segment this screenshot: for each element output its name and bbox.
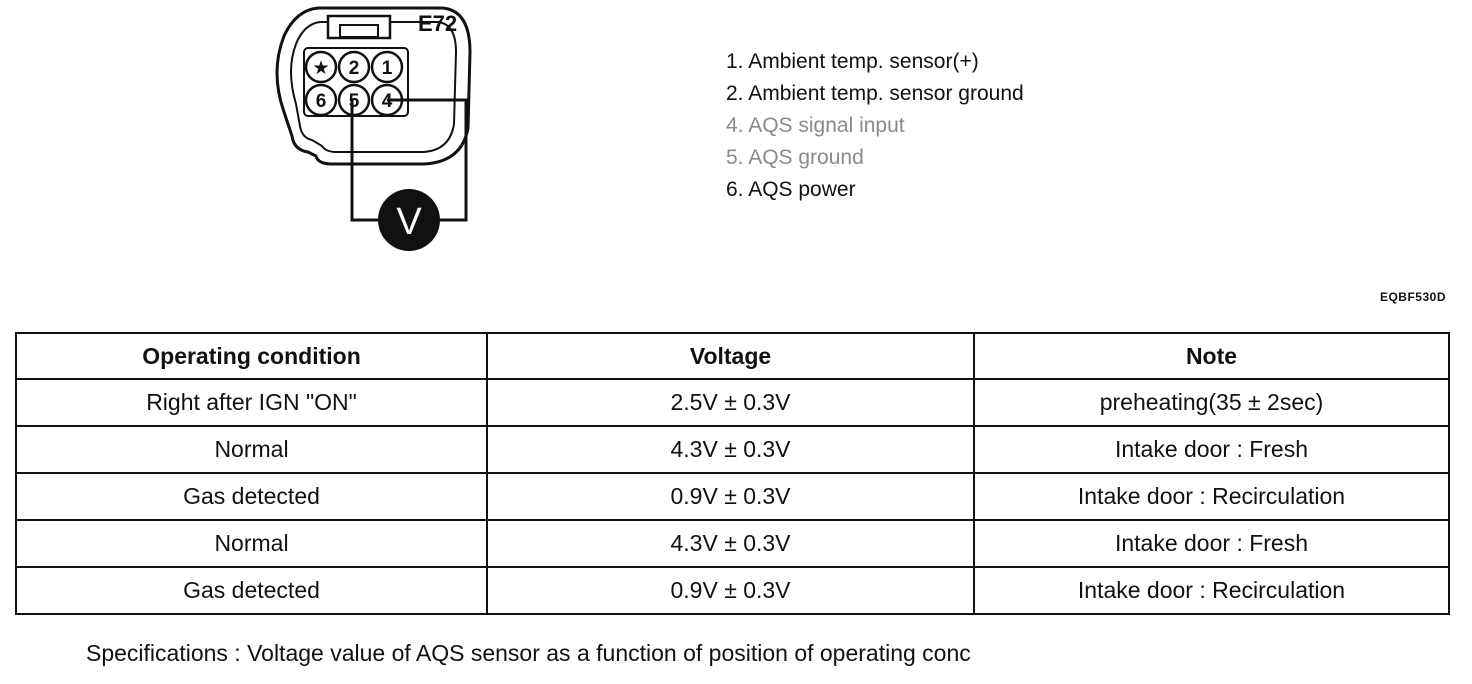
- pin-bottom-1-label: 6: [316, 91, 327, 112]
- table-row: Normal 4.3V ± 0.3V Intake door : Fresh: [15, 519, 1450, 568]
- pin-bottom-1: 6: [304, 83, 338, 117]
- voltmeter-symbol: V: [396, 201, 422, 243]
- legend-item-5: 5. AQS ground: [726, 146, 864, 169]
- pin-legend: 1. Ambient temp. sensor(+) 2. Ambient te…: [726, 46, 1024, 206]
- pin-bottom-2-label: 5: [349, 91, 360, 112]
- connector-inner-outline: [290, 21, 458, 153]
- table-row: Gas detected 0.9V ± 0.3V Intake door : R…: [15, 472, 1450, 521]
- specification-caption: Specifications : Voltage value of AQS se…: [86, 640, 971, 666]
- cell-condition: Right after IGN "ON": [15, 378, 488, 427]
- cell-note: Intake door : Recirculation: [973, 566, 1450, 615]
- header-note: Note: [973, 332, 1450, 380]
- pin-top-1: ★: [304, 50, 338, 84]
- connector-latch-slot: [339, 24, 379, 38]
- header-voltage: Voltage: [486, 332, 975, 380]
- connector-housing: [275, 6, 472, 166]
- table-row: Normal 4.3V ± 0.3V Intake door : Fresh: [15, 425, 1450, 474]
- pin-bottom-2: 5: [337, 83, 371, 117]
- cell-condition: Normal: [15, 519, 488, 568]
- legend-item-6: 6. AQS power: [726, 178, 856, 201]
- connector-label: E72: [418, 11, 457, 36]
- header-operating-condition: Operating condition: [15, 332, 488, 380]
- cell-condition: Gas detected: [15, 472, 488, 521]
- pin-top-1-label: ★: [312, 57, 329, 79]
- table-header-row: Operating condition Voltage Note: [15, 332, 1450, 380]
- legend-item-1: 1. Ambient temp. sensor(+): [726, 50, 979, 73]
- cell-condition: Normal: [15, 425, 488, 474]
- cell-voltage: 0.9V ± 0.3V: [486, 566, 975, 615]
- cell-voltage: 4.3V ± 0.3V: [486, 425, 975, 474]
- cell-voltage: 2.5V ± 0.3V: [486, 378, 975, 427]
- specification-table: Operating condition Voltage Note Right a…: [15, 332, 1450, 615]
- legend-item-4: 4. AQS signal input: [726, 114, 905, 137]
- connector-diagram: ★ 2 1 6 5 4 V E72: [275, 6, 472, 251]
- cell-voltage: 0.9V ± 0.3V: [486, 472, 975, 521]
- table-row: Right after IGN "ON" 2.5V ± 0.3V preheat…: [15, 378, 1450, 427]
- legend-item-2: 2. Ambient temp. sensor ground: [726, 82, 1024, 105]
- voltmeter-icon: V: [378, 189, 440, 251]
- cell-condition: Gas detected: [15, 566, 488, 615]
- probe-wire-left: [350, 100, 378, 222]
- probe-wire-right: [387, 98, 468, 222]
- cell-note: preheating(35 ± 2sec): [973, 378, 1450, 427]
- cell-note: Intake door : Fresh: [973, 425, 1450, 474]
- pin-top-3-label: 1: [382, 58, 393, 79]
- pin-top-3: 1: [370, 50, 404, 84]
- cell-note: Intake door : Recirculation: [973, 472, 1450, 521]
- table-row: Gas detected 0.9V ± 0.3V Intake door : R…: [15, 566, 1450, 615]
- pin-top-2: 2: [337, 50, 371, 84]
- pin-top-2-label: 2: [349, 58, 360, 79]
- cell-note: Intake door : Fresh: [973, 519, 1450, 568]
- cell-voltage: 4.3V ± 0.3V: [486, 519, 975, 568]
- figure-code: EQBF530D: [1379, 290, 1446, 304]
